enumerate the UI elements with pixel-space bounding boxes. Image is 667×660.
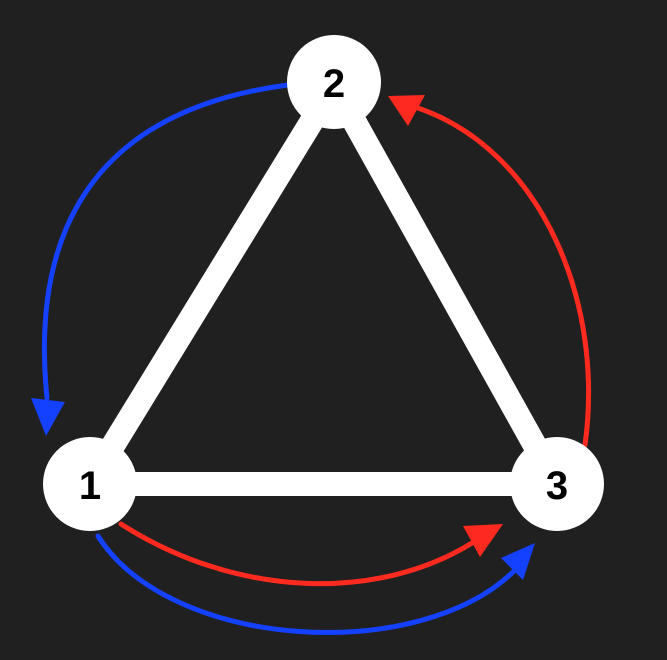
graph-edges [78,73,569,497]
node-label: 1 [79,464,101,508]
arrow-red-3-to-2 [415,105,591,448]
edge-2-3 [322,73,569,497]
arrow-red-1-to-3 [118,521,475,587]
arrow-blue-1-to-3 [95,533,518,635]
node-label: 3 [546,464,568,508]
node-circle [43,437,137,531]
graph-node-1: 1 [43,437,137,531]
node-label: 2 [323,62,345,106]
arrow-blue-2-to-1 [41,82,291,401]
arrowhead-blue-2-to-1 [31,398,65,436]
node-circle [287,35,381,129]
arrowhead-blue-1-to-3 [501,543,535,580]
arrowhead-red-1-to-3 [463,524,503,557]
graph-node-2: 2 [287,35,381,129]
node-circle [510,437,604,531]
directed-arrows [31,82,591,635]
arrowhead-red-3-to-2 [388,95,425,126]
edge-1-2 [78,73,346,495]
graph-node-3: 3 [510,437,604,531]
